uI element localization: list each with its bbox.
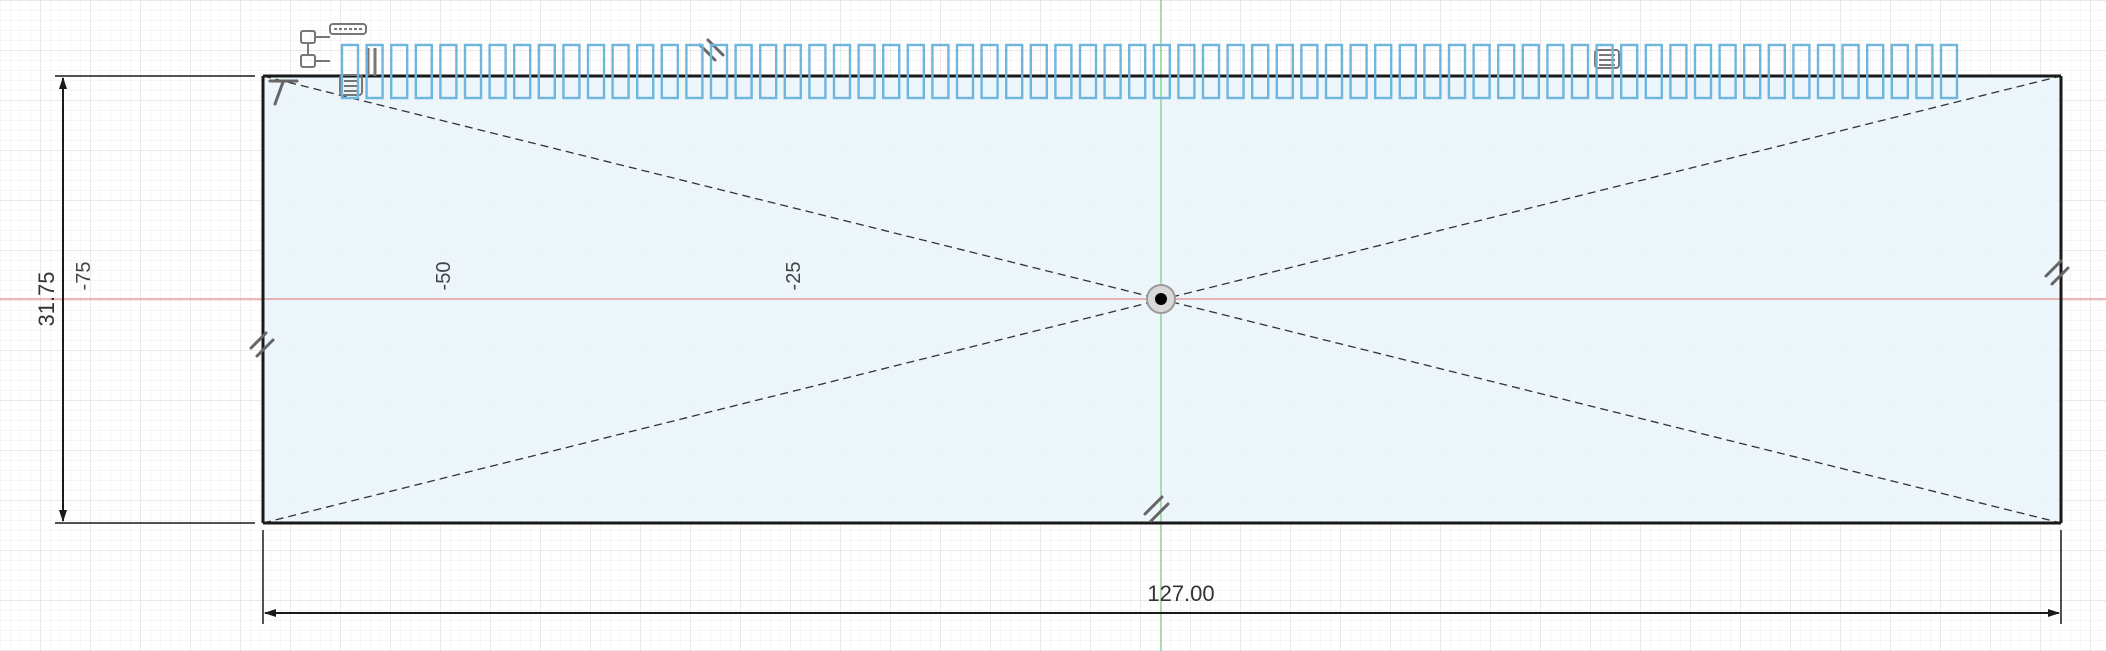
horizontal-constraint-glyph[interactable] xyxy=(439,43,458,100)
horizontal-constraint-glyph[interactable] xyxy=(1349,43,1368,100)
horizontal-constraint-glyph[interactable] xyxy=(636,43,655,100)
height-dimension[interactable]: 31.75 xyxy=(34,75,255,524)
horizontal-constraint-glyph[interactable] xyxy=(586,43,606,100)
horizontal-constraint-glyph[interactable] xyxy=(1619,43,1639,100)
horizontal-constraint-glyph[interactable] xyxy=(1496,43,1516,100)
horizontal-constraint-glyph[interactable] xyxy=(1300,43,1319,100)
axis-tick-label: -50 xyxy=(433,262,455,291)
horizontal-constraint-glyph[interactable] xyxy=(1029,43,1049,100)
horizontal-constraint-glyph[interactable] xyxy=(808,43,827,100)
horizontal-constraint-glyph[interactable] xyxy=(980,43,999,100)
horizontal-constraint-glyph[interactable] xyxy=(931,43,950,100)
horizontal-constraint-glyph[interactable] xyxy=(882,43,901,100)
horizontal-constraint-glyph[interactable] xyxy=(1521,43,1541,100)
height-dimension-value[interactable]: 31.75 xyxy=(34,271,59,326)
axis-tick-label: -25 xyxy=(783,262,805,291)
horizontal-constraint-glyph[interactable] xyxy=(1275,43,1295,100)
horizontal-constraint-glyph[interactable] xyxy=(1816,43,1836,100)
horizontal-constraint-icon[interactable] xyxy=(340,43,1959,100)
horizontal-constraint-glyph[interactable] xyxy=(832,43,852,100)
horizontal-constraint-glyph[interactable] xyxy=(1472,43,1491,100)
horizontal-constraint-glyph[interactable] xyxy=(1841,43,1860,100)
horizontal-constraint-glyph[interactable] xyxy=(857,43,876,100)
horizontal-constraint-glyph[interactable] xyxy=(1595,43,1614,100)
horizontal-constraint-glyph[interactable] xyxy=(1373,43,1393,100)
horizontal-constraint-glyph[interactable] xyxy=(1103,43,1122,100)
horizontal-constraint-glyph[interactable] xyxy=(1398,43,1418,100)
horizontal-constraint-glyph[interactable] xyxy=(463,43,483,100)
horizontal-constraint-glyph[interactable] xyxy=(562,43,581,100)
horizontal-constraint-glyph[interactable] xyxy=(734,43,753,100)
horizontal-constraint-glyph[interactable] xyxy=(488,43,507,100)
horizontal-constraint-glyph[interactable] xyxy=(660,43,679,100)
horizontal-constraint-glyph[interactable] xyxy=(1447,43,1467,100)
horizontal-constraint-glyph[interactable] xyxy=(414,43,433,100)
horizontal-constraint-glyph[interactable] xyxy=(1939,43,1959,100)
horizontal-constraint-glyph[interactable] xyxy=(1226,43,1245,100)
coincident-constraint-icon[interactable] xyxy=(300,23,377,96)
horizontal-constraint-glyph[interactable] xyxy=(1546,43,1565,100)
horizontal-constraint-glyph[interactable] xyxy=(1693,43,1713,100)
sketch-origin-point[interactable] xyxy=(1146,284,1176,314)
horizontal-constraint-glyph[interactable] xyxy=(1127,43,1147,100)
horizontal-constraint-glyph[interactable] xyxy=(340,43,360,100)
horizontal-constraint-glyph[interactable] xyxy=(1423,43,1442,100)
horizontal-constraint-glyph[interactable] xyxy=(1152,43,1172,100)
horizontal-constraint-glyph[interactable] xyxy=(1915,43,1934,100)
horizontal-constraint-glyph[interactable] xyxy=(1201,43,1221,100)
fix-constraint-icon[interactable] xyxy=(268,79,299,106)
horizontal-constraint-glyph[interactable] xyxy=(537,43,556,100)
horizontal-constraint-glyph[interactable] xyxy=(1718,43,1737,100)
horizontal-constraint-glyph[interactable] xyxy=(906,43,925,100)
horizontal-constraint-glyph[interactable] xyxy=(1054,43,1073,100)
horizontal-constraint-glyph[interactable] xyxy=(1767,43,1787,100)
horizontal-constraint-glyph[interactable] xyxy=(1005,43,1024,100)
horizontal-constraint-glyph[interactable] xyxy=(1078,43,1098,100)
horizontal-constraint-glyph[interactable] xyxy=(1644,43,1664,100)
width-dimension-value[interactable]: 127.00 xyxy=(1147,581,1214,606)
horizontal-constraint-glyph[interactable] xyxy=(1250,43,1270,100)
horizontal-constraint-glyph[interactable] xyxy=(1570,43,1590,100)
horizontal-constraint-glyph[interactable] xyxy=(1669,43,1688,100)
horizontal-constraint-glyph[interactable] xyxy=(365,43,384,100)
horizontal-constraint-glyph[interactable] xyxy=(390,43,409,100)
horizontal-constraint-glyph[interactable] xyxy=(955,43,975,100)
horizontal-constraint-glyph[interactable] xyxy=(1792,43,1811,100)
width-dimension[interactable]: 127.00 xyxy=(262,530,2062,624)
horizontal-constraint-glyph[interactable] xyxy=(709,43,729,100)
horizontal-constraint-glyph[interactable] xyxy=(1324,43,1344,100)
horizontal-constraint-glyph[interactable] xyxy=(1742,43,1762,100)
horizontal-constraint-glyph[interactable] xyxy=(611,43,630,100)
horizontal-constraint-glyph[interactable] xyxy=(759,43,778,100)
horizontal-constraint-glyph[interactable] xyxy=(1177,43,1196,100)
horizontal-constraint-glyph[interactable] xyxy=(783,43,802,100)
horizontal-constraint-glyph[interactable] xyxy=(1865,43,1885,100)
horizontal-constraint-glyph[interactable] xyxy=(1890,43,1910,100)
axis-tick-label: -75 xyxy=(73,262,95,291)
parallel-constraint-icon[interactable] xyxy=(249,38,2070,523)
horizontal-constraint-glyph[interactable] xyxy=(685,43,704,100)
horizontal-constraint-glyph[interactable] xyxy=(513,43,532,100)
